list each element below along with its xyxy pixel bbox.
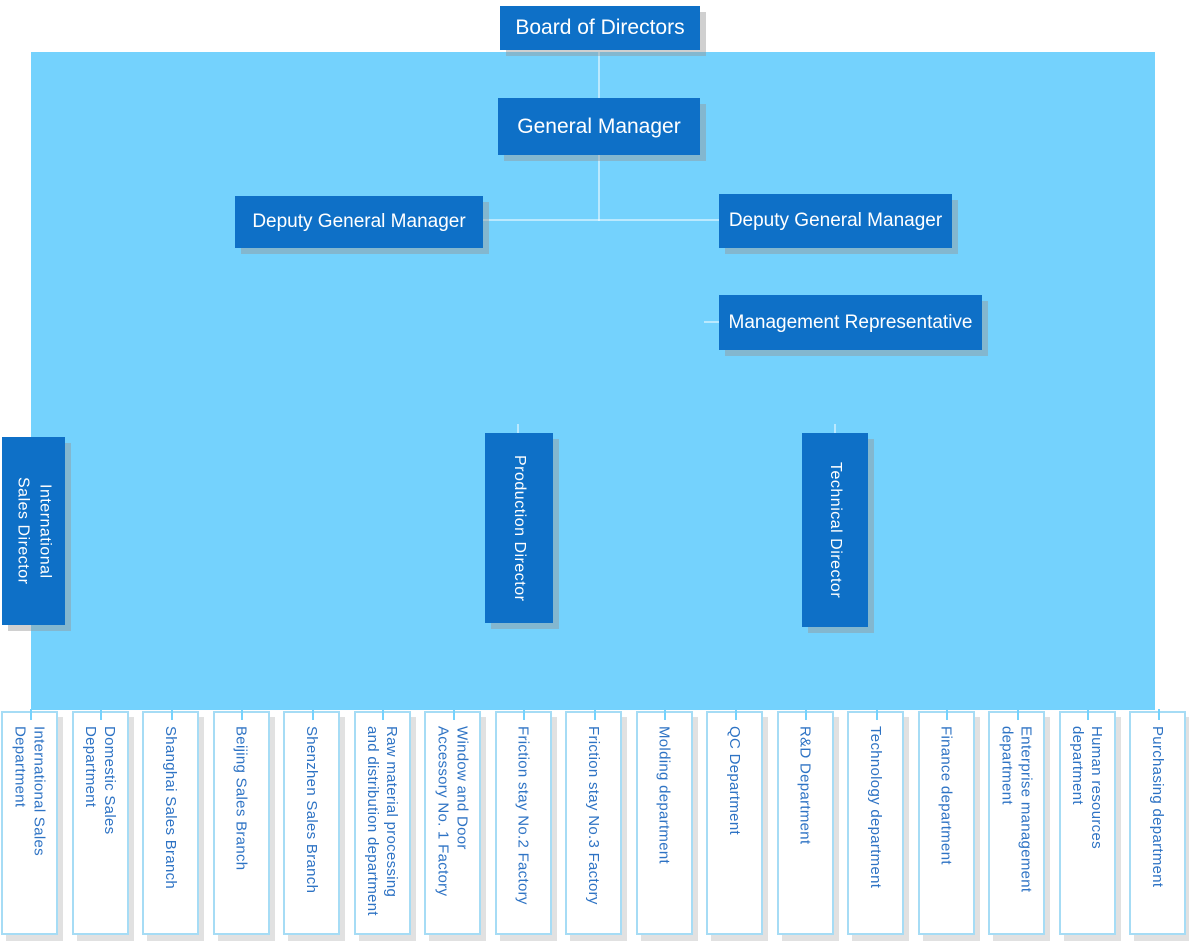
department-label: Raw material processing and distribution… [364, 726, 400, 916]
connector-management-representative [704, 321, 719, 323]
department-label: Finance department [937, 726, 955, 865]
department-box: Shanghai Sales Branch [142, 709, 199, 935]
org-node-technical-director: Technical Director [802, 433, 868, 627]
org-node-board-of-directors: Board of Directors [500, 6, 700, 50]
department-label: Window and Door Accessory No. 1 Factory [434, 726, 471, 897]
department-box: Raw material processing and distribution… [353, 709, 411, 935]
org-node-label: Technical Director [827, 461, 844, 599]
department-box: Shenzhen Sales Branch [283, 709, 340, 935]
department-box: Molding department [635, 709, 693, 935]
department-label: QC Department [726, 726, 743, 835]
department-box: Purchasing department [1129, 709, 1186, 935]
connector-technical-director-stub [834, 424, 836, 434]
org-node-deputy-general-manager-right: Deputy General Manager [719, 194, 952, 248]
connector-board-to-gm [598, 50, 600, 98]
department-label: Domestic Sales Department [82, 726, 118, 835]
org-node-label: Deputy General Manager [252, 211, 466, 232]
connector-gm-drop [598, 155, 600, 221]
department-box: QC Department [706, 709, 763, 935]
department-label: Shenzhen Sales Branch [303, 726, 320, 894]
connector-deputies-horizontal [483, 219, 719, 221]
org-node-deputy-general-manager-left: Deputy General Manager [235, 196, 483, 248]
department-label: Molding department [655, 726, 673, 864]
department-label: Beijing Sales Branch [232, 726, 250, 871]
department-label: R&D Department [796, 726, 814, 845]
org-node-label: Management Representative [728, 311, 973, 333]
department-box: Window and Door Accessory No. 1 Factory [424, 709, 481, 935]
department-label: Technology department [867, 726, 884, 889]
department-box: International Sales Department [1, 709, 58, 935]
department-label: Friction stay No.2 Factory [514, 726, 532, 905]
department-box: Human resources department [1058, 709, 1116, 935]
org-node-label: General Manager [517, 114, 681, 138]
department-label: Purchasing department [1149, 726, 1166, 888]
org-node-label: Deputy General Manager [728, 210, 943, 231]
org-node-general-manager: General Manager [498, 98, 700, 155]
department-box: R&D Department [776, 709, 834, 935]
department-row: International Sales Department Domestic … [1, 709, 1186, 935]
org-node-label: Board of Directors [515, 16, 685, 39]
org-node-production-director: Production Director [485, 433, 553, 623]
department-box: Friction stay No.3 Factory [565, 709, 622, 935]
department-box: Finance department [917, 709, 975, 935]
department-box: Friction stay No.2 Factory [494, 709, 552, 935]
department-box: Enterprise management department [988, 709, 1045, 935]
department-label: International Sales Department [11, 726, 48, 856]
department-box: Beijing Sales Branch [212, 709, 270, 935]
department-box: Technology department [847, 709, 904, 935]
department-box: Domestic Sales Department [71, 709, 129, 935]
org-node-label: Production Director [511, 454, 528, 602]
department-label: Friction stay No.3 Factory [585, 726, 602, 905]
connector-production-director-stub [517, 424, 519, 434]
department-label: Enterprise management department [998, 726, 1035, 893]
department-label: Human resources department [1069, 726, 1105, 849]
department-label: Shanghai Sales Branch [162, 726, 179, 890]
org-node-label: International Sales Director [14, 477, 54, 585]
org-node-management-representative: Management Representative [719, 295, 982, 350]
chart-background-field [31, 52, 1155, 710]
org-node-international-sales-director: International Sales Director [2, 437, 65, 625]
